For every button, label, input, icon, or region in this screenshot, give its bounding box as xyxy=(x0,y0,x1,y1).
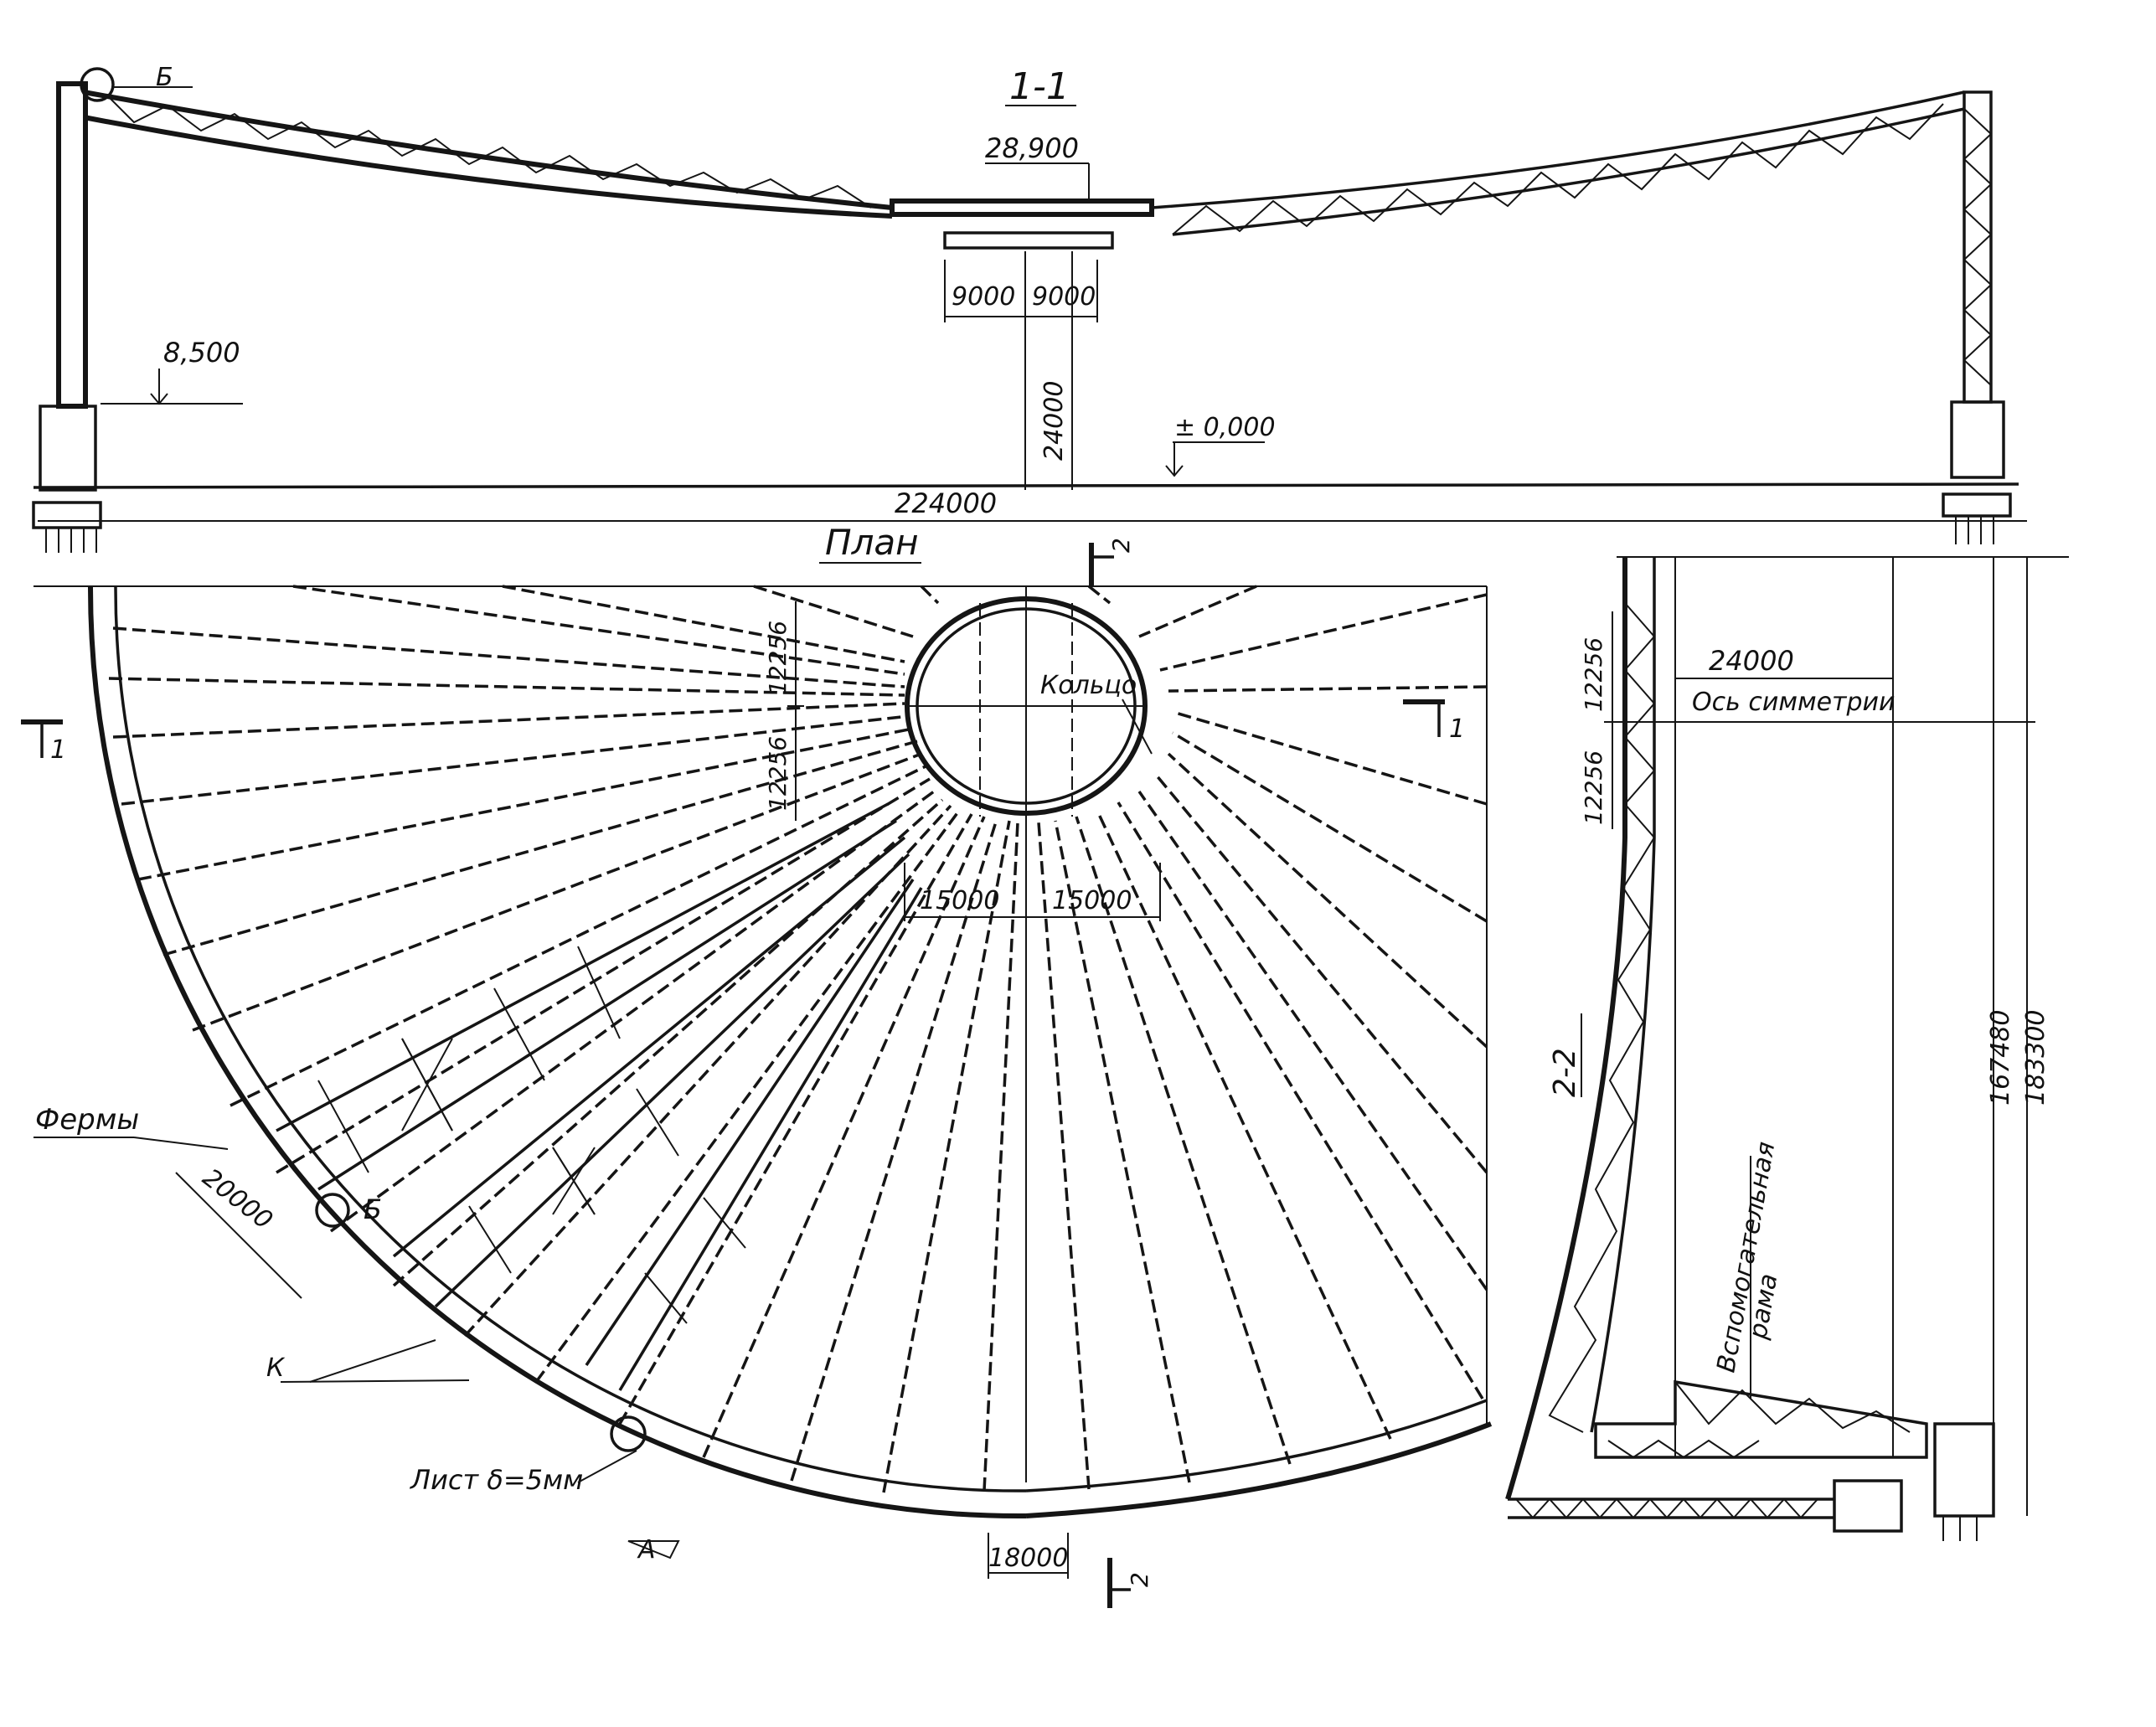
section-mark-2-top-label: 2 xyxy=(1107,538,1135,553)
section-2-2: 12256 12256 24000 Ось симметрии 2-2 Вспо… xyxy=(1505,556,2069,1541)
detail-circle-b xyxy=(80,67,115,102)
section-2-2-title: 2-2 xyxy=(1548,1048,1582,1097)
detail-mark-b: Б xyxy=(156,63,173,92)
section-marker-2-bottom: 2 xyxy=(1107,1558,1153,1608)
node-k-label: К xyxy=(266,1353,286,1383)
radial-trusses xyxy=(108,585,1488,1493)
dim-24000-2-2: 24000 xyxy=(1709,645,1794,677)
right-column xyxy=(1942,90,2012,544)
node-a-label: А xyxy=(637,1535,656,1565)
dim-18000: 18000 xyxy=(988,1544,1068,1573)
detail-circle-b-plan xyxy=(315,1193,350,1228)
detail-mark-b-plan: Б xyxy=(364,1193,382,1225)
dim-9000-left: 9000 xyxy=(952,282,1015,312)
plan-view: План xyxy=(21,522,1493,1608)
edge-truss-curve xyxy=(1505,557,1627,1500)
central-ring: Кольцо xyxy=(905,586,1153,1482)
dim-height-24000: 24000 xyxy=(1039,381,1069,461)
dim-12256-top-2-2: 12256 xyxy=(1580,637,1607,712)
dim-20000: 20000 xyxy=(197,1163,278,1235)
dim-9000-right: 9000 xyxy=(1032,282,1096,312)
elevation-mid: 8,500 xyxy=(163,337,240,369)
axis-of-symmetry-label: Ось симметрии xyxy=(1692,688,1896,717)
dim-183300: 183300 xyxy=(2021,1009,2050,1106)
left-column: Б xyxy=(32,63,193,553)
section-marker-1-right: 1 xyxy=(1403,699,1465,744)
sheet-label: Лист δ=5мм xyxy=(410,1464,583,1496)
detail-circle-a xyxy=(610,1415,647,1452)
central-ring-section: 28,900 xyxy=(890,132,1154,250)
dim-12256-bottom-2-2: 12256 xyxy=(1580,750,1607,825)
dim-15000-left: 15000 xyxy=(920,886,999,915)
braced-truss-bays xyxy=(276,802,923,1391)
section-mark-2-bottom-label: 2 xyxy=(1126,1572,1153,1587)
elevation-top: 28,900 xyxy=(985,132,1079,164)
section-marker-2-top: 2 xyxy=(1089,538,1135,586)
section-mark-1-left-label: 1 xyxy=(50,735,66,765)
auxiliary-frame xyxy=(1594,1379,1928,1459)
dim-span-224000: 224000 xyxy=(895,487,997,519)
section-1-1: 1-1 Б 28,9 xyxy=(32,63,2027,553)
elevation-zero: ± 0,000 xyxy=(1174,413,1276,442)
dim-12256-up: 12256 xyxy=(764,621,792,695)
left-roof-truss xyxy=(83,90,893,219)
dim-167480: 167480 xyxy=(1986,1009,2015,1106)
section-mark-1-right-label: 1 xyxy=(1449,714,1465,744)
outer-edge-arc xyxy=(87,585,1027,1519)
section-1-1-title: 1-1 xyxy=(1009,65,1070,108)
section-marker-1-left: 1 xyxy=(21,719,66,765)
right-roof-truss xyxy=(1151,90,1965,236)
dim-12256-down: 12256 xyxy=(764,736,792,811)
plan-title: План xyxy=(825,522,919,563)
trusses-label: Фермы xyxy=(35,1103,139,1137)
ring-label: Кольцо xyxy=(1040,671,1137,700)
dim-15000-right: 15000 xyxy=(1052,886,1132,915)
